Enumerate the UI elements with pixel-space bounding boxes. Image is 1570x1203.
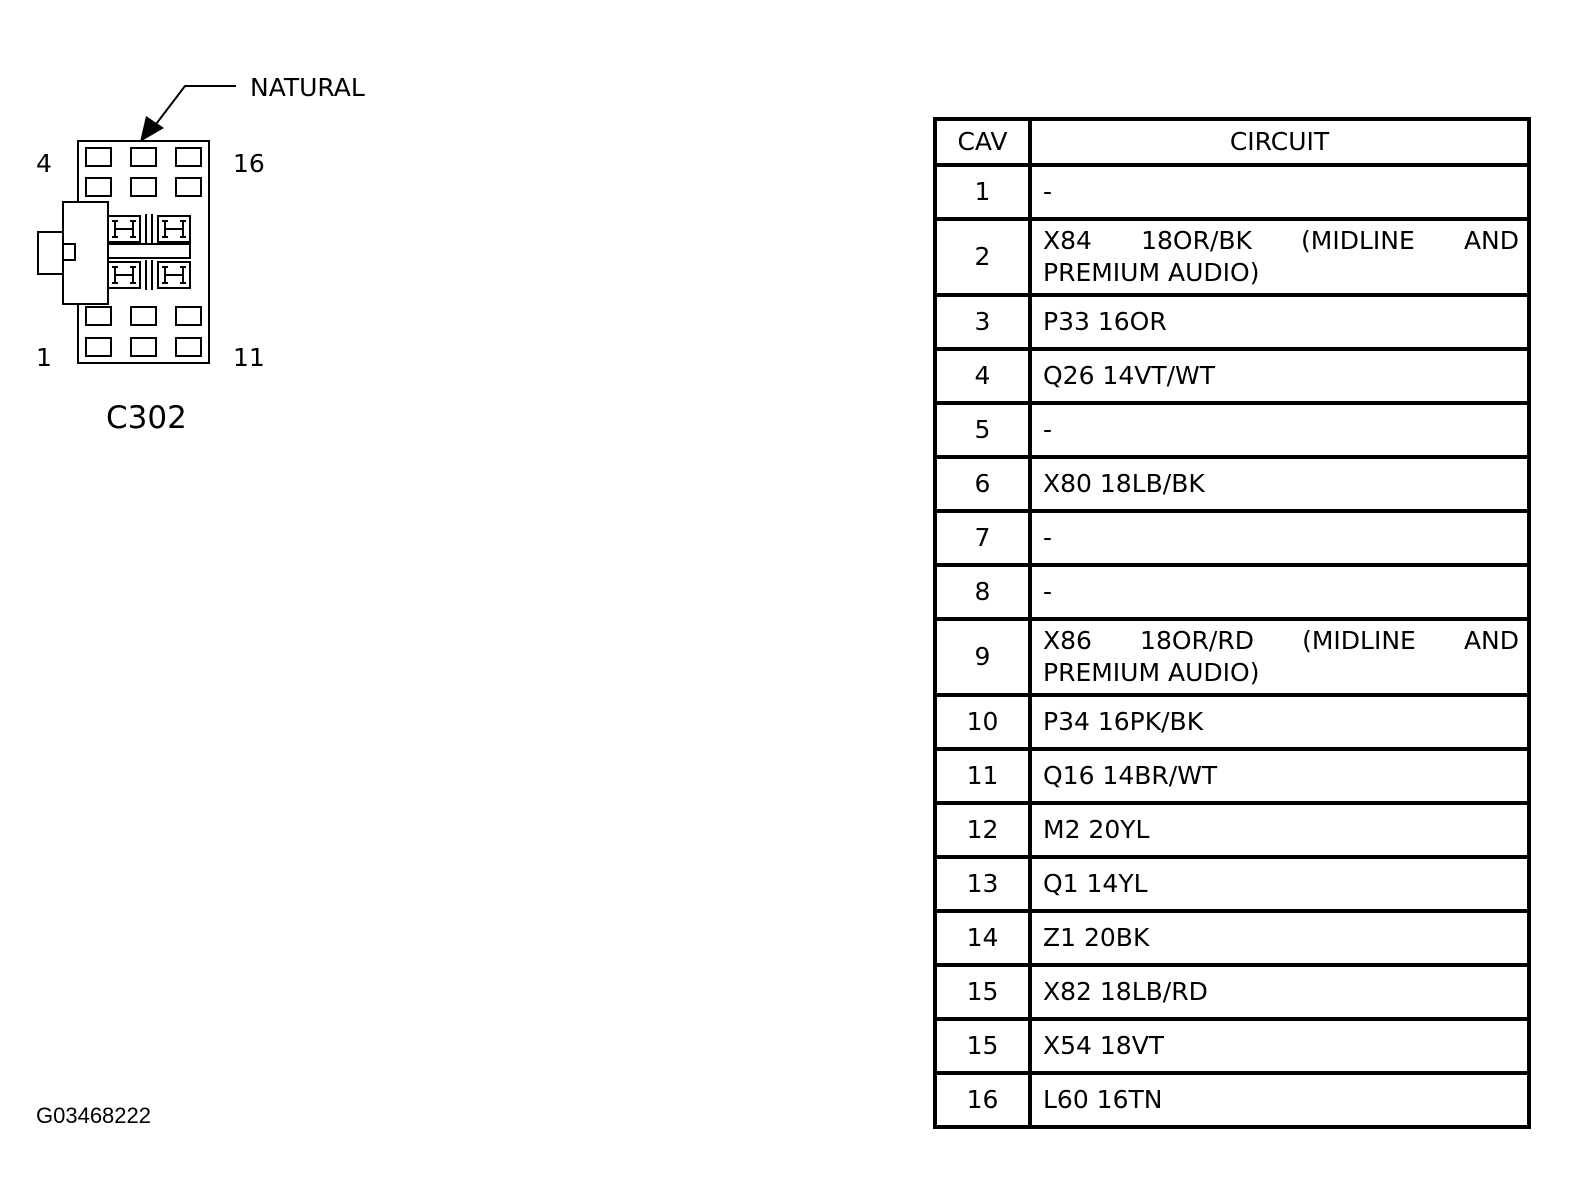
bottom-cavity-group: [85, 306, 202, 357]
circuit-cell: -: [1028, 563, 1531, 621]
circuit-cell: X54 18VT: [1028, 1017, 1531, 1075]
table-row: 7-: [933, 509, 1531, 567]
cav-cell: 14: [933, 909, 1032, 967]
cav-cell: 9: [933, 617, 1032, 697]
cavity: [175, 177, 202, 197]
table-header-row: CAV CIRCUIT: [933, 117, 1531, 167]
connector-svg: NATURAL: [36, 73, 365, 436]
cav-cell: 10: [933, 693, 1032, 751]
cav-cell: 16: [933, 1071, 1032, 1129]
cav-cell: 6: [933, 455, 1032, 513]
cav-cell: 11: [933, 747, 1032, 805]
circuit-cell: X80 18LB/BK: [1028, 455, 1531, 513]
terminal-cavity: [157, 261, 191, 289]
circuit-cell: L60 16TN: [1028, 1071, 1531, 1129]
table-row: 1-: [933, 163, 1531, 221]
center-rib: [107, 243, 191, 259]
h-terminal-icon: [112, 266, 136, 284]
circuit-cell: -: [1028, 509, 1531, 567]
cavity: [85, 177, 112, 197]
connector-diagram: NATURAL: [0, 0, 420, 460]
cavity: [85, 147, 112, 167]
circuit-cell: X82 18LB/RD: [1028, 963, 1531, 1021]
cav-cell: 15: [933, 1017, 1032, 1075]
h-terminal-icon: [112, 220, 136, 238]
cav-cell: 5: [933, 401, 1032, 459]
cavity: [175, 337, 202, 357]
cav-cell: 7: [933, 509, 1032, 567]
cav-cell: 8: [933, 563, 1032, 621]
circuit-cell: -: [1028, 401, 1531, 459]
cavity: [130, 337, 157, 357]
pin-label-top-right: 16: [233, 149, 265, 178]
cavity: [85, 337, 112, 357]
cavity: [175, 147, 202, 167]
cavity: [130, 147, 157, 167]
callout-arrow-icon: [140, 116, 164, 142]
circuit-cell: Q16 14BR/WT: [1028, 747, 1531, 805]
callout-leader-line: [149, 85, 236, 133]
connector-color-label: NATURAL: [250, 73, 365, 102]
cav-cell: 1: [933, 163, 1032, 221]
cav-cell: 4: [933, 347, 1032, 405]
circuit-cell: X86 18OR/RD (MIDLINE AND PREMIUM AUDIO): [1028, 617, 1531, 697]
cavity: [130, 177, 157, 197]
table-row: 8-: [933, 563, 1531, 621]
cavity: [175, 306, 202, 326]
cav-cell: 12: [933, 801, 1032, 859]
terminal-cavity: [157, 215, 191, 243]
circuit-cell: Q1 14YL: [1028, 855, 1531, 913]
pin-label-bottom-left: 1: [36, 343, 52, 372]
cav-cell: 13: [933, 855, 1032, 913]
header-circuit: CIRCUIT: [1028, 117, 1531, 167]
circuit-cell: Q26 14VT/WT: [1028, 347, 1531, 405]
terminal-cavity: [107, 261, 141, 289]
header-cav: CAV: [933, 117, 1032, 167]
terminal-cavity: [107, 215, 141, 243]
circuit-cell: P33 16OR: [1028, 293, 1531, 351]
circuit-cell: M2 20YL: [1028, 801, 1531, 859]
cav-cell: 3: [933, 293, 1032, 351]
circuit-cell: X84 18OR/BK (MIDLINE AND PREMIUM AUDIO): [1028, 217, 1531, 297]
pin-label-bottom-right: 11: [233, 343, 265, 372]
cav-cell: 2: [933, 217, 1032, 297]
terminal-cavity-group: [107, 214, 191, 290]
table-row: 5-: [933, 401, 1531, 459]
h-terminal-icon: [162, 220, 186, 238]
cavity: [130, 306, 157, 326]
pin-label-top-left: 4: [36, 149, 52, 178]
h-terminal-icon: [162, 266, 186, 284]
latch-nub: [62, 243, 76, 261]
latch-tab: [37, 231, 64, 275]
cavity: [85, 306, 112, 326]
figure-id: G03468222: [36, 1103, 151, 1128]
connector-name: C302: [106, 400, 187, 436]
circuit-cell: P34 16PK/BK: [1028, 693, 1531, 751]
top-cavity-group: [85, 147, 202, 197]
cav-cell: 15: [933, 963, 1032, 1021]
circuit-cell: Z1 20BK: [1028, 909, 1531, 967]
circuit-cell: -: [1028, 163, 1531, 221]
